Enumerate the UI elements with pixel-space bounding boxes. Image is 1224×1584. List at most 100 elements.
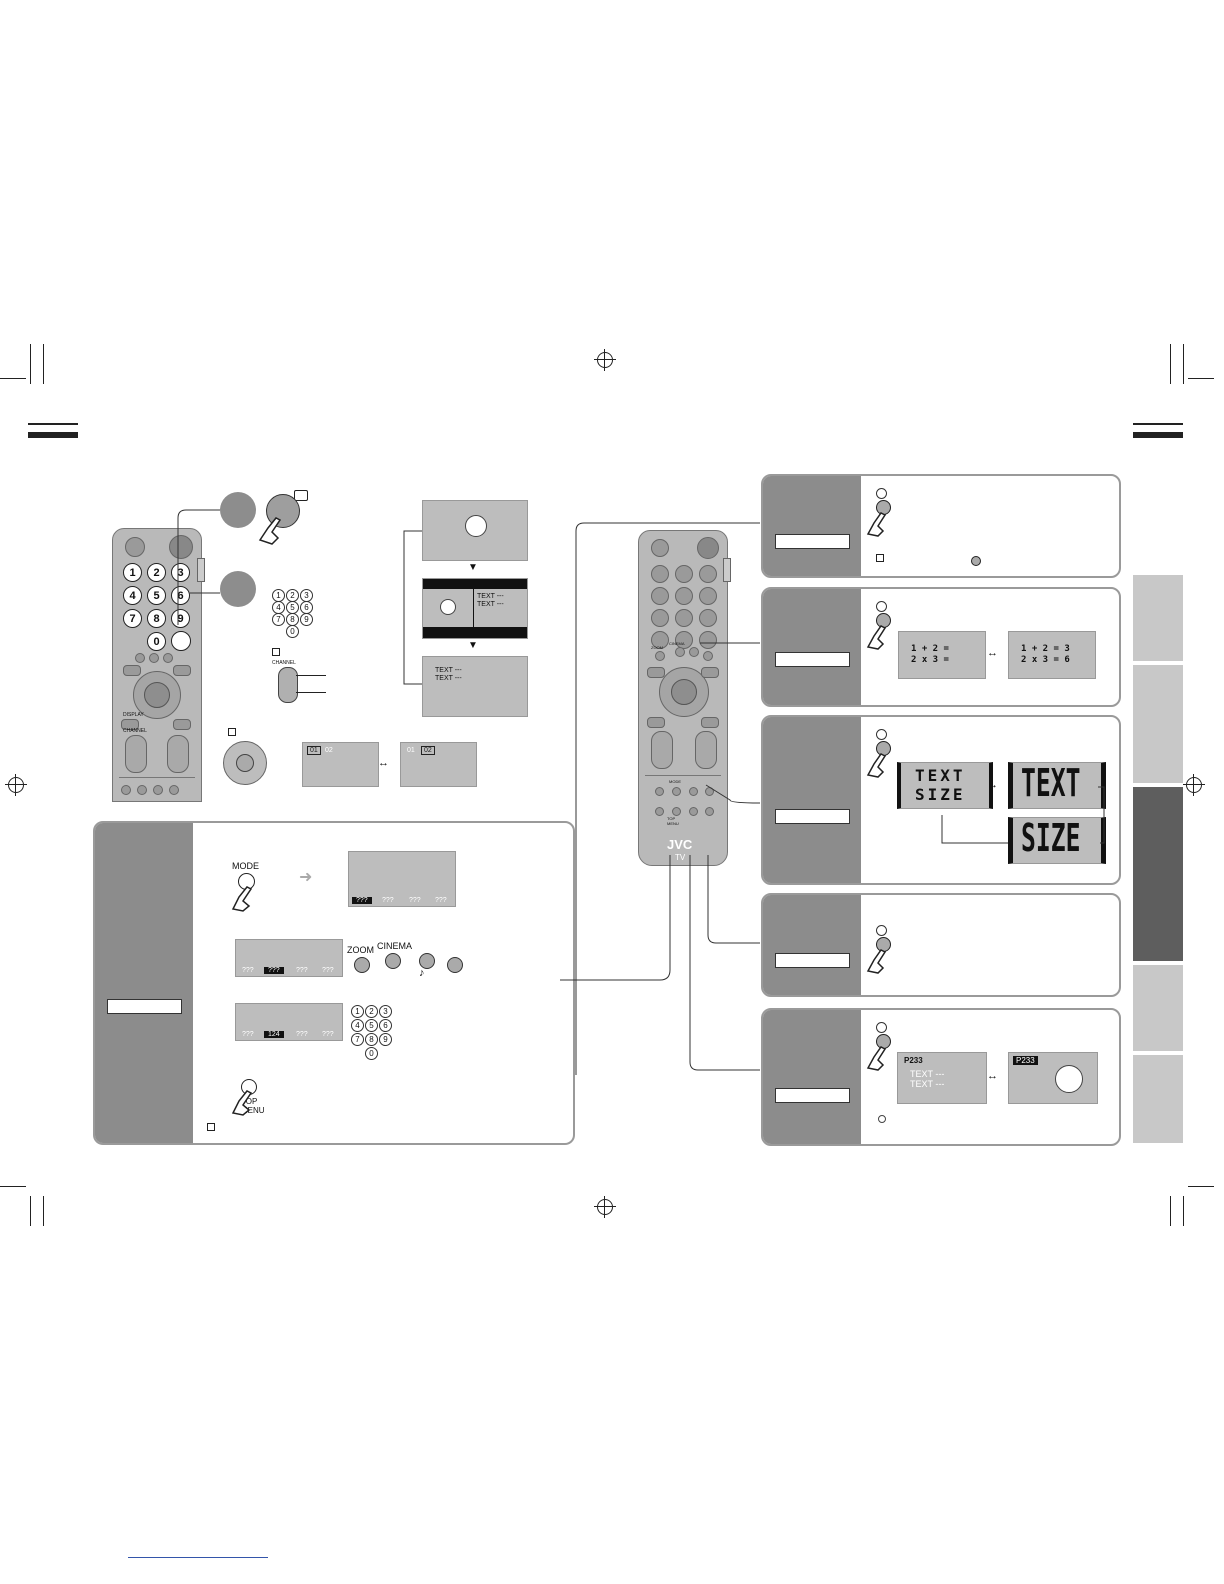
math-screen-after: 1 + 2 = 3 2 x 3 = 6 xyxy=(1008,631,1096,679)
registration-mark xyxy=(5,774,27,796)
number-button-3[interactable]: 3 xyxy=(171,563,190,582)
crop-mark xyxy=(0,378,26,379)
cycle-arrows xyxy=(941,786,1105,844)
power-button[interactable] xyxy=(169,535,193,559)
number-button-5[interactable]: 5 xyxy=(147,586,166,605)
number-button-4[interactable]: 4 xyxy=(123,586,142,605)
remote-button[interactable] xyxy=(173,719,191,730)
channel-rocker[interactable] xyxy=(125,735,147,773)
page-chip-01: 01 xyxy=(307,746,321,755)
channel-label: CHANNEL xyxy=(272,660,296,666)
section-tab[interactable] xyxy=(1133,575,1183,661)
panel-sidebar xyxy=(763,717,861,883)
power-button[interactable] xyxy=(697,537,719,559)
remote-button[interactable] xyxy=(675,565,693,583)
bar-screen: ??? ??? ??? ??? xyxy=(348,851,456,907)
number-button-6[interactable]: 6 xyxy=(171,586,190,605)
mix-button-icon[interactable] xyxy=(447,957,463,973)
bullet-circle-icon xyxy=(878,1115,886,1123)
zoom-button[interactable] xyxy=(655,651,665,661)
channel-rocker[interactable] xyxy=(651,731,673,769)
remote-button[interactable] xyxy=(701,667,719,678)
remote-button[interactable] xyxy=(169,785,179,795)
cinema-button[interactable] xyxy=(675,647,685,657)
remote-button[interactable] xyxy=(655,807,664,816)
text-size-normal: TEXT SIZE xyxy=(897,762,993,809)
subpage-button[interactable] xyxy=(689,647,699,657)
cinema-button-icon[interactable] xyxy=(385,953,401,969)
remote-button[interactable] xyxy=(137,785,147,795)
remote-button[interactable] xyxy=(651,631,669,649)
remote-button[interactable] xyxy=(651,587,669,605)
remote-button[interactable] xyxy=(123,665,141,676)
remote-button[interactable] xyxy=(705,807,714,816)
number-button-7[interactable]: 7 xyxy=(123,609,142,628)
reveal-panel xyxy=(761,474,1121,578)
remote-button[interactable] xyxy=(699,565,717,583)
mix-button[interactable] xyxy=(703,651,713,661)
mode-button[interactable] xyxy=(672,787,681,796)
header-rule xyxy=(1133,423,1183,425)
dpad-ring[interactable] xyxy=(133,671,181,719)
remote-button[interactable] xyxy=(675,609,693,627)
remote-button[interactable] xyxy=(689,807,698,816)
remote-button[interactable] xyxy=(655,787,664,796)
remote-button[interactable] xyxy=(647,717,665,728)
section-tab[interactable] xyxy=(1133,665,1183,783)
pressing-hand-icon xyxy=(231,1090,253,1116)
section-tab-active[interactable] xyxy=(1133,787,1183,961)
remote-button[interactable] xyxy=(125,537,145,557)
section-tab[interactable] xyxy=(1133,1055,1183,1143)
cancel-screen-text: P233 TEXT --- TEXT --- xyxy=(897,1052,987,1104)
divider xyxy=(645,775,721,776)
number-button-8[interactable]: 8 xyxy=(147,609,166,628)
note-square-icon xyxy=(876,554,884,562)
panel-sidebar xyxy=(763,895,861,995)
number-button-9[interactable]: 9 xyxy=(171,609,190,628)
remote-button[interactable] xyxy=(163,653,173,663)
subpage-button-icon[interactable] xyxy=(419,953,435,969)
remote-side-switch[interactable] xyxy=(723,558,731,582)
number-button-1[interactable]: 1 xyxy=(123,563,142,582)
note-square-icon xyxy=(272,648,280,656)
remote-button[interactable] xyxy=(699,587,717,605)
ok-button[interactable] xyxy=(144,682,170,708)
display-button[interactable] xyxy=(121,719,139,730)
volume-rocker[interactable] xyxy=(695,731,717,769)
bar-item: ??? xyxy=(242,967,254,974)
text-button[interactable] xyxy=(171,631,191,651)
top-menu-label: TOP MENU xyxy=(667,816,679,826)
cancel-text-line: TEXT --- xyxy=(910,1079,945,1089)
remote-button[interactable] xyxy=(173,665,191,676)
remote-button[interactable] xyxy=(651,609,669,627)
remote-button[interactable] xyxy=(153,785,163,795)
remote-button[interactable] xyxy=(647,667,665,678)
section-tab[interactable] xyxy=(1133,965,1183,1051)
remote-button[interactable] xyxy=(135,653,145,663)
remote-button[interactable] xyxy=(699,609,717,627)
remote-button[interactable] xyxy=(651,565,669,583)
remote-button[interactable] xyxy=(121,785,131,795)
zoom-button-icon[interactable] xyxy=(354,957,370,973)
text-icon xyxy=(294,490,308,501)
hold-panel xyxy=(761,893,1121,997)
remote-button[interactable] xyxy=(701,717,719,728)
ok-button[interactable] xyxy=(671,679,697,705)
registration-mark xyxy=(1183,774,1205,796)
top-menu-button[interactable] xyxy=(672,807,681,816)
remote-side-switch[interactable] xyxy=(197,558,205,582)
crop-mark xyxy=(43,1196,44,1226)
remote-button[interactable] xyxy=(149,653,159,663)
num-icon-1: 1 xyxy=(351,1005,364,1018)
number-button-0[interactable]: 0 xyxy=(147,632,166,651)
number-button-2[interactable]: 2 xyxy=(147,563,166,582)
volume-rocker[interactable] xyxy=(167,735,189,773)
remote-button[interactable] xyxy=(651,539,669,557)
crop-mark xyxy=(1188,1186,1214,1187)
num-icon-2: 2 xyxy=(365,1005,378,1018)
crop-mark xyxy=(0,1186,26,1187)
remote-button[interactable] xyxy=(675,587,693,605)
remote-button[interactable] xyxy=(689,787,698,796)
panel-sidebar xyxy=(95,823,193,1143)
remote-button[interactable] xyxy=(699,631,717,649)
